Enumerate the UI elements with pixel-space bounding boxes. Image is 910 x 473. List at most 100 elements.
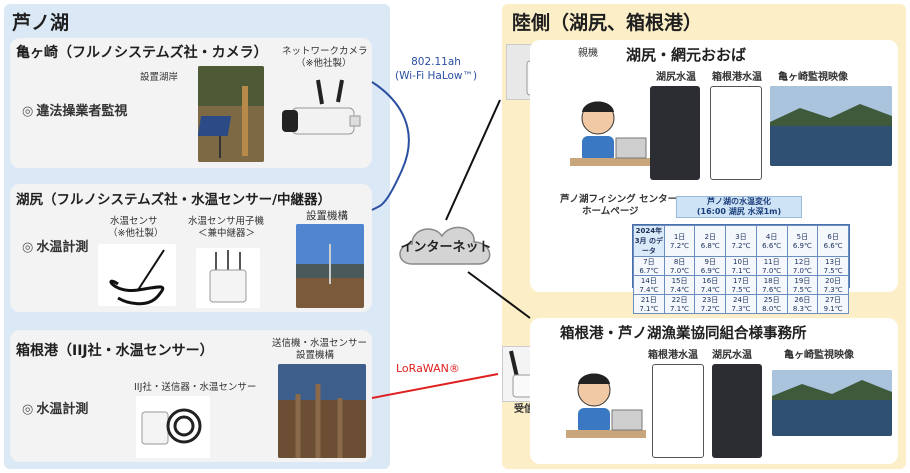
lora-label: LoRaWAN® (396, 362, 460, 375)
kojiri-screen2-label: 箱根港水温 (712, 72, 762, 83)
wifi-link-line (371, 81, 410, 211)
fishery-screen3-label: 亀ヶ崎監視映像 (784, 350, 854, 361)
kojiri-purpose: ◎水温計測 (22, 236, 88, 255)
hp-cell: 6日 6.6℃ (817, 225, 849, 257)
hp-cell: 20日 7.3℃ (817, 275, 849, 295)
hp-cell: 14日 7.4℃ (633, 275, 665, 295)
fishery-screen1 (652, 364, 704, 458)
hakone-title: 箱根港（IIJ社・水温センサー） (16, 343, 214, 359)
hp-banner: 芦ノ湖の水温変化 (16:00 湖尻 水深1m) (676, 196, 802, 218)
wifi-label-2: (Wi-Fi HaLow™) (395, 69, 478, 82)
kojiri-title: 湖尻（フルノシステムズ社・水温センサー/中継器） (16, 192, 332, 208)
hp-banner-2: (16:00 湖尻 水深1m) (696, 207, 782, 216)
hp-cell: 13日 7.5℃ (817, 256, 849, 276)
hp-cell: 9日 6.9℃ (694, 256, 727, 276)
kojiri-screen1-label: 湖尻水温 (656, 72, 696, 83)
hp-cell: 22日 7.1℃ (663, 294, 696, 314)
hp-cell: 8日 7.0℃ (663, 256, 696, 276)
camera-label-1: ネットワークカメラ (282, 46, 368, 57)
hp-cell: 1日 7.2℃ (663, 225, 696, 257)
hp-cell: 24日 7.3℃ (725, 294, 757, 314)
hp-title-1: 芦ノ湖フィシング センター (560, 194, 678, 205)
hp-cell: 21日 7.1℃ (633, 294, 665, 314)
hp-cell: 27日 9.1℃ (817, 294, 849, 314)
hakone-device-photo (136, 396, 210, 458)
water-sensor-icon (109, 249, 165, 306)
wifi-label-1: 802.11ah (411, 56, 461, 68)
sensor-label-2: （※他社製） (108, 228, 164, 239)
hakone-site-art (278, 364, 366, 458)
hp-cell: 15日 7.4℃ (663, 275, 696, 295)
hp-cell: 11日 7.0℃ (755, 256, 788, 276)
purpose-mark: ◎ (22, 402, 34, 417)
hp-cell: 17日 7.5℃ (725, 275, 757, 295)
fishery-screen1-label: 箱根港水温 (648, 350, 698, 361)
hp-cell: 26日 8.3℃ (786, 294, 819, 314)
kojiri-screen3-label: 亀ヶ崎監視映像 (778, 72, 848, 83)
kojiri-monitor-video (770, 86, 892, 166)
internet-link-kojiri (445, 99, 501, 221)
hakone-device-icon (141, 408, 202, 445)
hakone-site-label-2: 設置機構 (296, 350, 335, 361)
hp-cell: 18日 7.6℃ (755, 275, 788, 295)
kojiri-site-label: 設置機構 (306, 210, 348, 222)
hakone-site-photo (278, 364, 366, 458)
receiver-label: 受信機 (514, 404, 544, 415)
child-device-icon (209, 250, 247, 303)
kojiri-office-title: 湖尻・網元おおば (626, 46, 747, 64)
hp-cell: 23日 7.2℃ (694, 294, 727, 314)
fishery-screen2-label: 湖尻水温 (712, 350, 752, 361)
kamegasaki-panel (10, 38, 372, 168)
water-sensor-photo (98, 244, 176, 306)
hp-cell: 16日 7.4℃ (694, 275, 727, 295)
sensor-label-1: 水温センサ (110, 216, 158, 227)
hp-cell: 4日 6.6℃ (755, 225, 788, 257)
hp-month-label: 2024年3月 のデータ (633, 225, 665, 257)
kojiri-screen2 (710, 86, 762, 180)
hakone-purpose-text: 水温計測 (36, 402, 89, 417)
hakone-site-label-1: 送信機・水温センサー (272, 338, 368, 349)
kojiri-video-art (770, 86, 892, 166)
land-region-title: 陸側（湖尻、箱根港） (512, 12, 703, 34)
internet-cloud-icon (399, 226, 491, 265)
shore-photo-art (198, 66, 264, 162)
hp-cell: 12日 7.0℃ (786, 256, 819, 276)
kamegasaki-title: 亀ヶ崎（フルノシステムズ社・カメラ） (16, 45, 268, 61)
purpose-mark: ◎ (22, 240, 34, 255)
lake-region-title: 芦ノ湖 (12, 12, 70, 34)
kamegasaki-purpose: ◎違法操業者監視 (22, 100, 127, 119)
hp-cell: 10日 7.1℃ (725, 256, 757, 276)
internet-link-fishery (467, 271, 531, 319)
camera-label-2: （※他社製） (296, 58, 352, 69)
hp-temp-table: 2024年3月 のデータ 1日 7.2℃ 2日 6.8℃ 3日 7.2℃ 4日 … (632, 224, 850, 314)
hp-title-2: ホームページ (582, 206, 639, 217)
shore-photo (198, 66, 264, 162)
hp-banner-1: 芦ノ湖の水温変化 (707, 197, 771, 206)
child-label-1: 水温センサ用子機 (188, 216, 265, 227)
kamegasaki-site-label: 設置湖岸 (140, 72, 179, 83)
kojiri-screen1 (650, 86, 700, 180)
fishery-video-art (772, 370, 892, 436)
kojiri-purpose-text: 水温計測 (36, 240, 89, 255)
kamegasaki-purpose-text: 違法操業者監視 (36, 104, 128, 119)
hakone-purpose: ◎水温計測 (22, 398, 88, 417)
hp-cell: 2日 6.8℃ (694, 225, 727, 257)
child-label-2: ＜兼中継器＞ (198, 228, 256, 239)
hp-cell: 19日 7.5℃ (786, 275, 819, 295)
parent-unit-label: 親機 (578, 48, 598, 59)
hp-cell: 5日 6.9℃ (786, 225, 819, 257)
child-device-photo (196, 248, 260, 308)
hp-cell: 25日 8.0℃ (755, 294, 788, 314)
hp-cell: 7日 6.7℃ (633, 256, 665, 276)
lora-link-line (371, 373, 499, 399)
kojiri-site-photo (296, 224, 364, 308)
purpose-mark: ◎ (22, 104, 34, 119)
internet-label: インターネット (400, 240, 492, 255)
kojiri-site-art (296, 224, 364, 308)
hp-cell: 3日 7.2℃ (725, 225, 757, 257)
fishery-screen2 (712, 364, 762, 458)
fishery-office-title: 箱根港・芦ノ湖漁業協同組合様事務所 (560, 326, 807, 342)
hakone-device-label: IIJ社・送信器・水温センサー (134, 382, 257, 393)
wifi-label: 802.11ah (Wi-Fi HaLow™) (395, 56, 477, 83)
